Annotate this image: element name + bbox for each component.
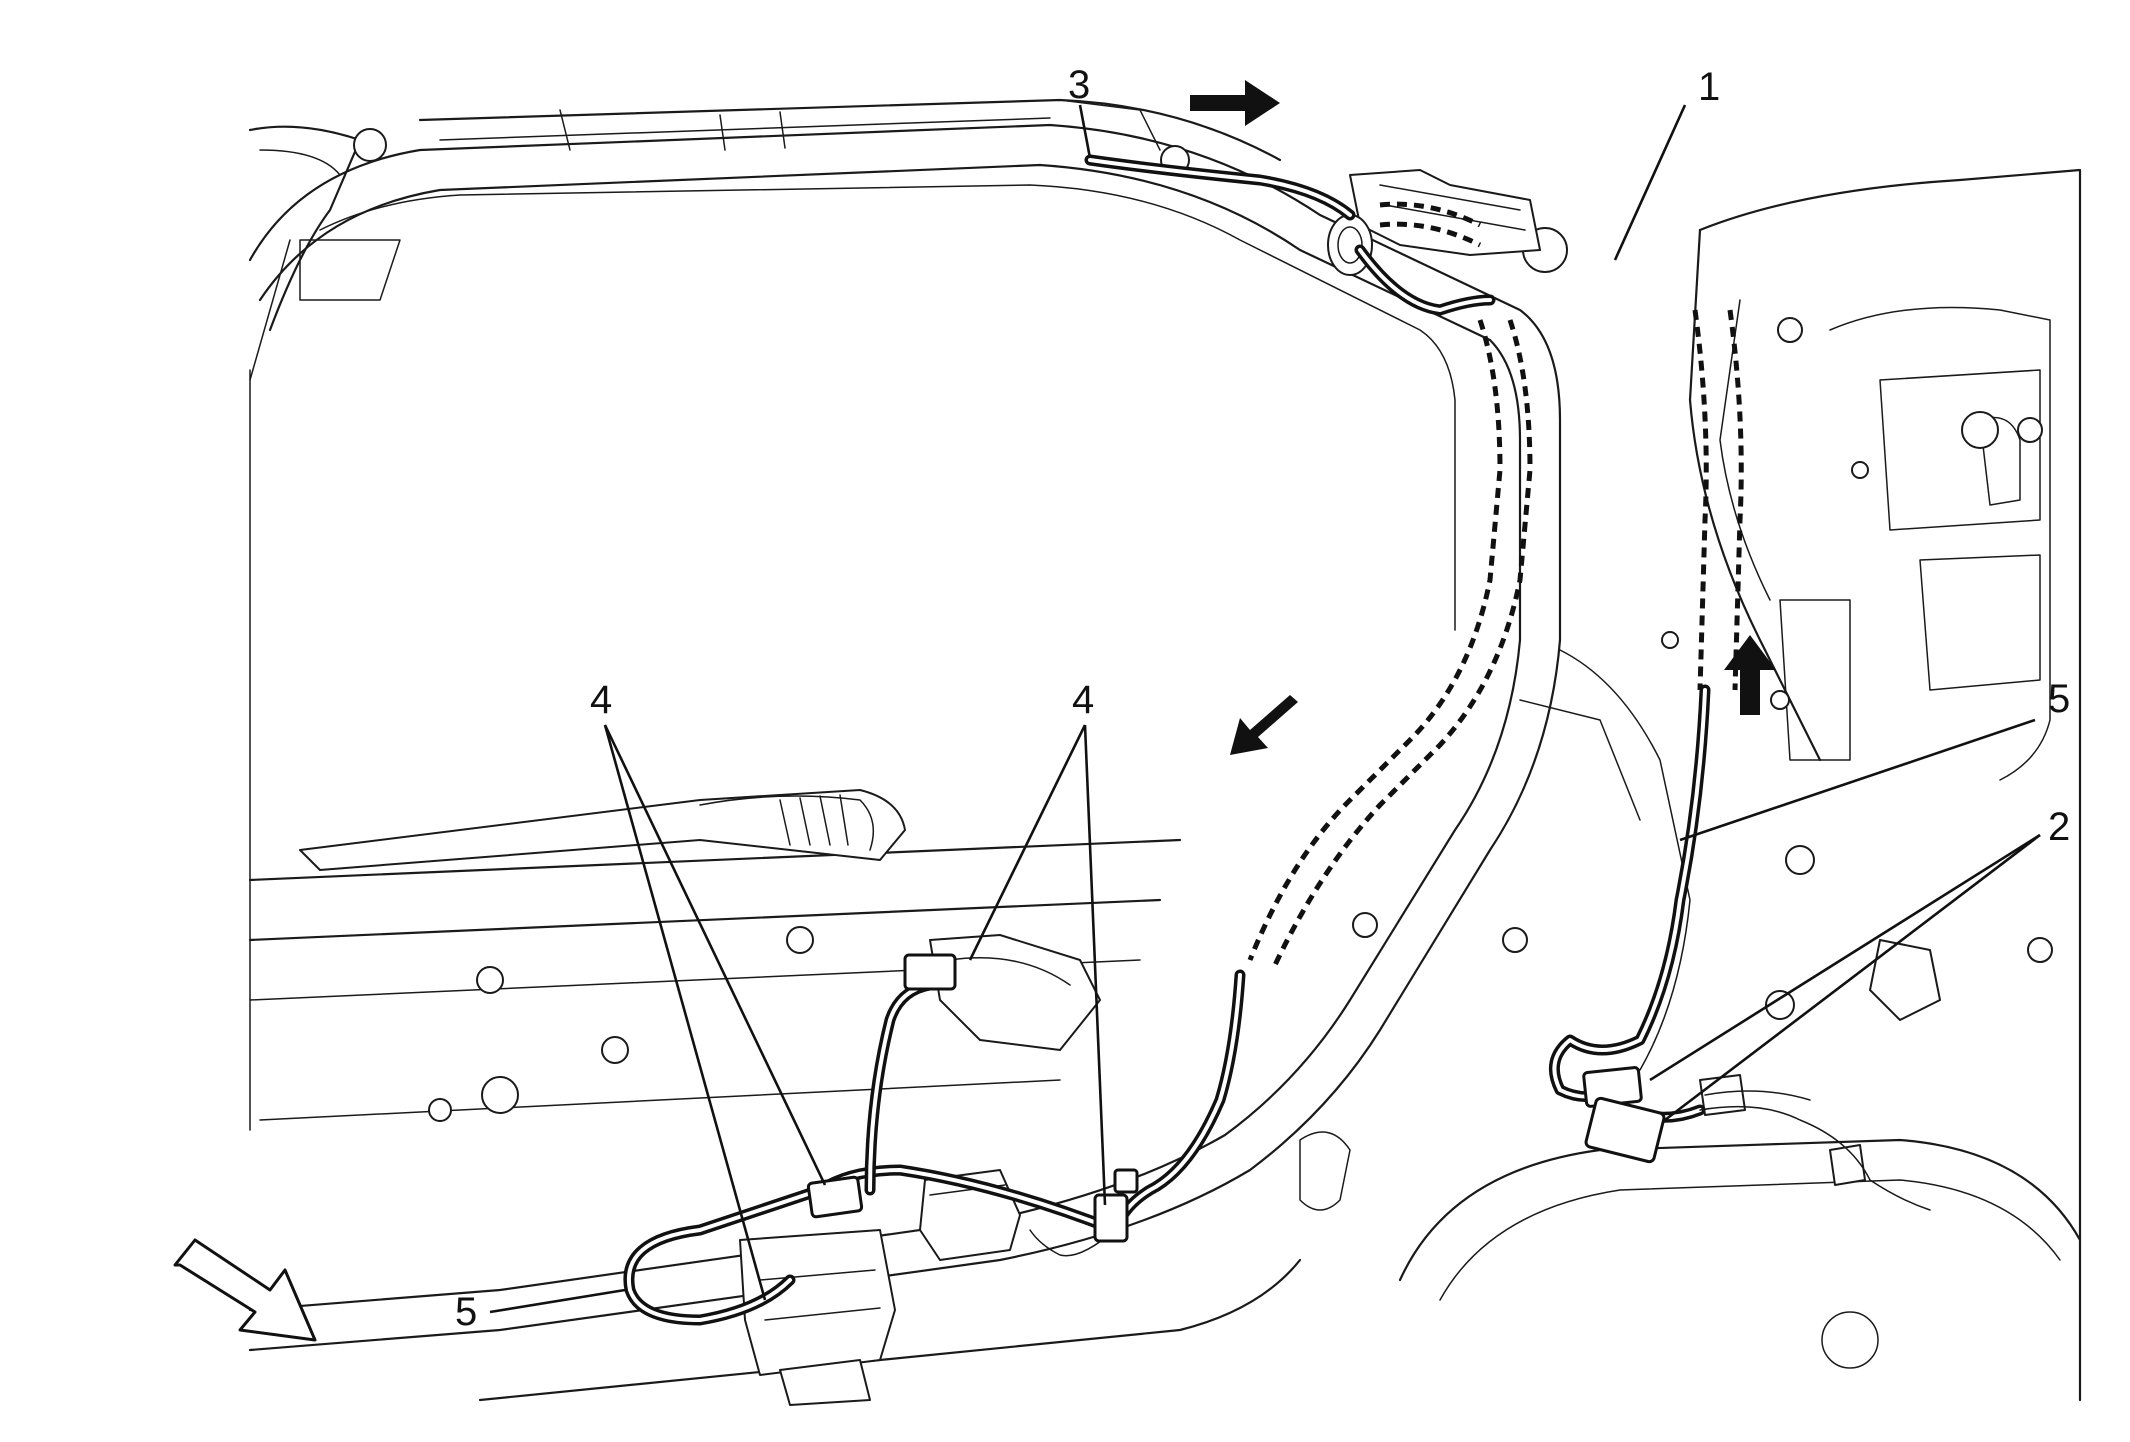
solid-arrow-icon bbox=[1190, 80, 1280, 126]
hidden-harness-route bbox=[1247, 201, 1744, 967]
connector-clip bbox=[1113, 1168, 1139, 1194]
visible-wiring-harness bbox=[623, 154, 1931, 1326]
callout-4-right: 4 bbox=[1072, 678, 1094, 722]
open-view-arrow-icon bbox=[173, 1238, 317, 1342]
vehicle-body-linework bbox=[248, 98, 2082, 1402]
fasteners bbox=[353, 128, 2053, 1122]
direction-arrows bbox=[173, 80, 1776, 1342]
connector-4-lower-left bbox=[806, 1175, 864, 1219]
connector-4-right bbox=[1093, 1193, 1129, 1243]
connector-2-lower bbox=[1584, 1096, 1666, 1164]
connector-4-upper-left bbox=[903, 953, 957, 991]
callout-1: 1 bbox=[1698, 65, 1720, 109]
callout-5-right: 5 bbox=[2048, 677, 2070, 721]
callout-4-left: 4 bbox=[590, 678, 612, 722]
callout-5-lower: 5 bbox=[455, 1290, 477, 1334]
components bbox=[739, 169, 1941, 1406]
callout-labels: 1 2 3 4 4 5 5 bbox=[455, 63, 2070, 1334]
callout-leaders bbox=[489, 104, 2041, 1314]
callout-2: 2 bbox=[2048, 805, 2070, 849]
callout-3: 3 bbox=[1068, 63, 1090, 107]
electrical-connectors bbox=[806, 953, 1666, 1243]
solid-arrow-icon bbox=[1724, 635, 1776, 715]
solid-arrow-icon bbox=[1230, 695, 1298, 755]
